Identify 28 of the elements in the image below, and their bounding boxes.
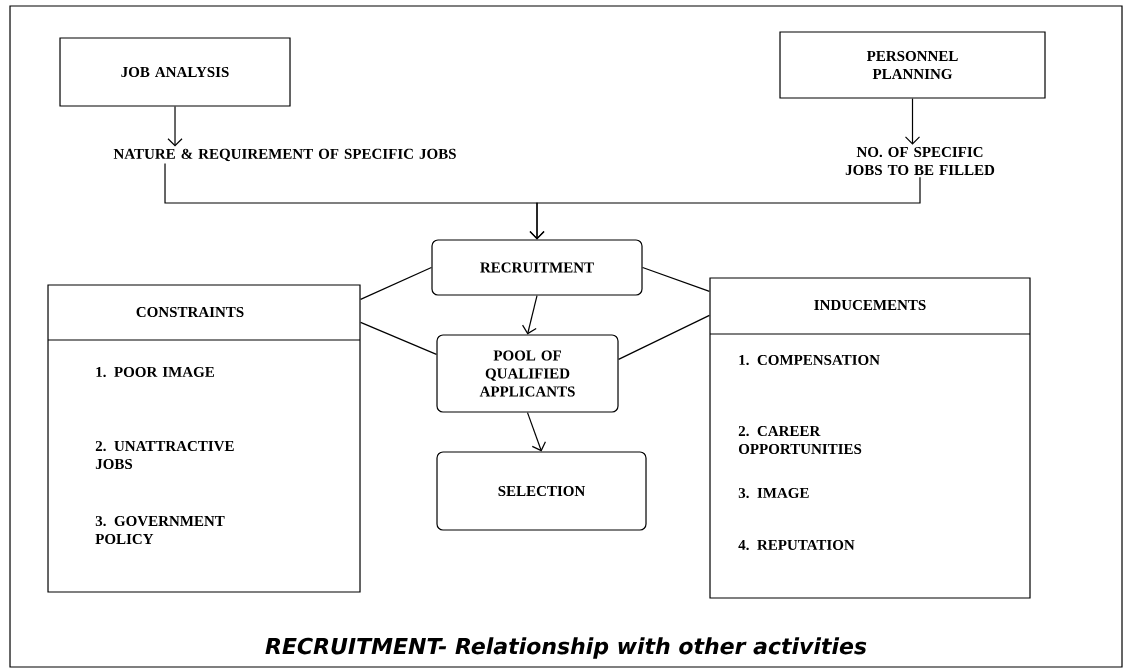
connector-line <box>618 314 710 360</box>
caption: RECRUITMENT- Relationship with other activities <box>265 637 867 659</box>
rounded-box: RECRUITMENT <box>431 239 643 296</box>
rounded-box: POOL OF QUALIFIED APPLICANTS <box>436 334 619 413</box>
arrow <box>526 412 547 452</box>
heading: INDUCEMENTS <box>814 299 926 311</box>
arrow <box>904 98 921 145</box>
arrow <box>167 106 183 147</box>
list-box <box>47 284 361 593</box>
rounded-box: SELECTION <box>436 451 647 531</box>
process-box: JOB ANALYSIS <box>59 37 291 107</box>
connector-line <box>642 266 710 292</box>
heading: CONSTRAINTS <box>136 306 244 318</box>
list-item: 4. REPUTATION <box>738 539 855 551</box>
connector-line <box>360 321 437 355</box>
list-item: 2. UNATTRACTIVE JOBS <box>95 440 234 470</box>
outcome-text: NO. OF SPECIFIC JOBS TO BE FILLED <box>845 146 995 176</box>
list-item: 1. POOR IMAGE <box>96 366 214 378</box>
list-item: 1. COMPENSATION <box>739 354 880 366</box>
list-item: 2. CAREER OPPORTUNITIES <box>738 425 862 455</box>
connector-line <box>360 266 432 300</box>
outcome-text: NATURE & REQUIREMENT OF SPECIFIC JOBS <box>113 148 456 162</box>
arrow <box>521 295 538 335</box>
list-item: 3. IMAGE <box>738 487 809 499</box>
arrow <box>529 176 921 240</box>
list-item: 3. GOVERNMENT POLICY <box>95 515 225 545</box>
process-box: PERSONNEL PLANNING <box>779 31 1046 99</box>
list-box <box>709 277 1031 599</box>
